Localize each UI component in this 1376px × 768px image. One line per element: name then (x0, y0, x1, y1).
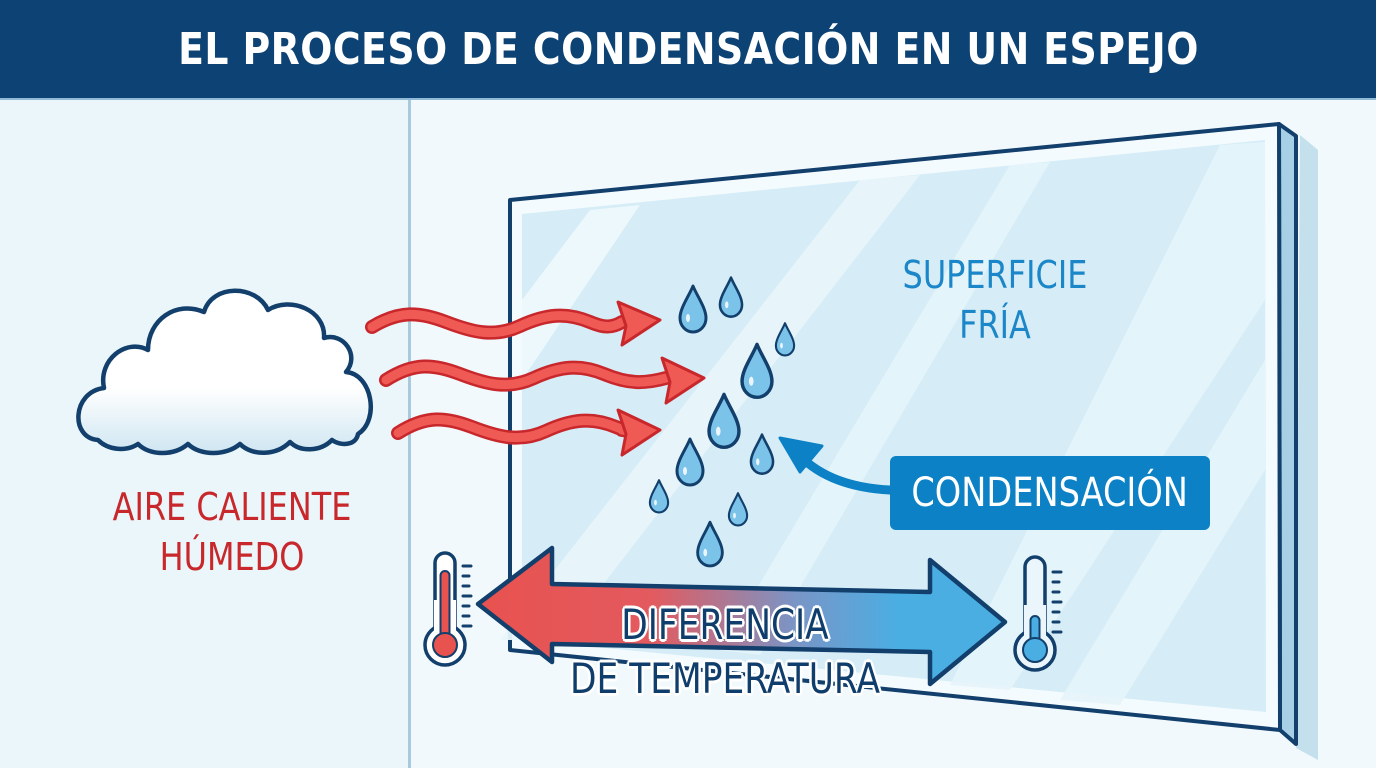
thermometer-cold-icon (1013, 555, 1063, 672)
reflection-streak (500, 175, 920, 640)
cloud-icon (76, 288, 374, 456)
reflection-streak (1060, 360, 1265, 705)
water-drop (740, 342, 774, 400)
water-drop (749, 433, 775, 475)
water-drop (678, 284, 708, 334)
warm-humid-air-label-line1: AIRE CALIENTE (112, 485, 352, 529)
heat-arrow (391, 408, 662, 457)
page-title: EL PROCESO DE CONDENSACIÓN EN UN ESPEJO (177, 23, 1199, 75)
condensation-callout: CONDENSACIÓN (890, 456, 1210, 530)
water-drop (707, 392, 741, 450)
reflection-streak (522, 205, 640, 380)
condensation-label: CONDENSACIÓN (911, 470, 1189, 516)
cold-surface-label-line1: SUPERFICIE (902, 253, 1088, 297)
warm-humid-air-label: AIRE CALIENTE HÚMEDO (89, 482, 375, 582)
temperature-difference-label-line2: DE TEMPERATURA (569, 654, 881, 703)
heat-arrow (365, 300, 662, 347)
cold-surface-label: SUPERFICIE FRÍA (869, 250, 1121, 350)
water-drops (648, 276, 796, 568)
warm-humid-air-label-line2: HÚMEDO (159, 535, 305, 579)
water-drop (696, 520, 724, 568)
temperature-difference-arrow (475, 545, 1008, 687)
water-drop (718, 276, 744, 318)
water-drop (727, 492, 749, 527)
mirror-shadow (1296, 135, 1318, 760)
temperature-difference-label-line1: DIFERENCIA (621, 600, 829, 649)
reflection-streak (950, 142, 1265, 690)
header-banner: EL PROCESO DE CONDENSACIÓN EN UN ESPEJO (0, 0, 1376, 100)
cold-surface-label-line2: FRÍA (959, 303, 1031, 347)
water-drop (774, 322, 796, 357)
heat-arrows (365, 300, 706, 457)
water-drop (675, 437, 705, 487)
temperature-difference-label: DIFERENCIA DE TEMPERATURA (561, 598, 889, 706)
reflection-streak (720, 162, 1050, 655)
heat-arrow (379, 356, 706, 405)
mirror (500, 122, 1318, 760)
thermometer-hot-icon (423, 551, 473, 667)
water-drop (648, 479, 670, 514)
condensation-pointer-arrow (778, 436, 895, 495)
